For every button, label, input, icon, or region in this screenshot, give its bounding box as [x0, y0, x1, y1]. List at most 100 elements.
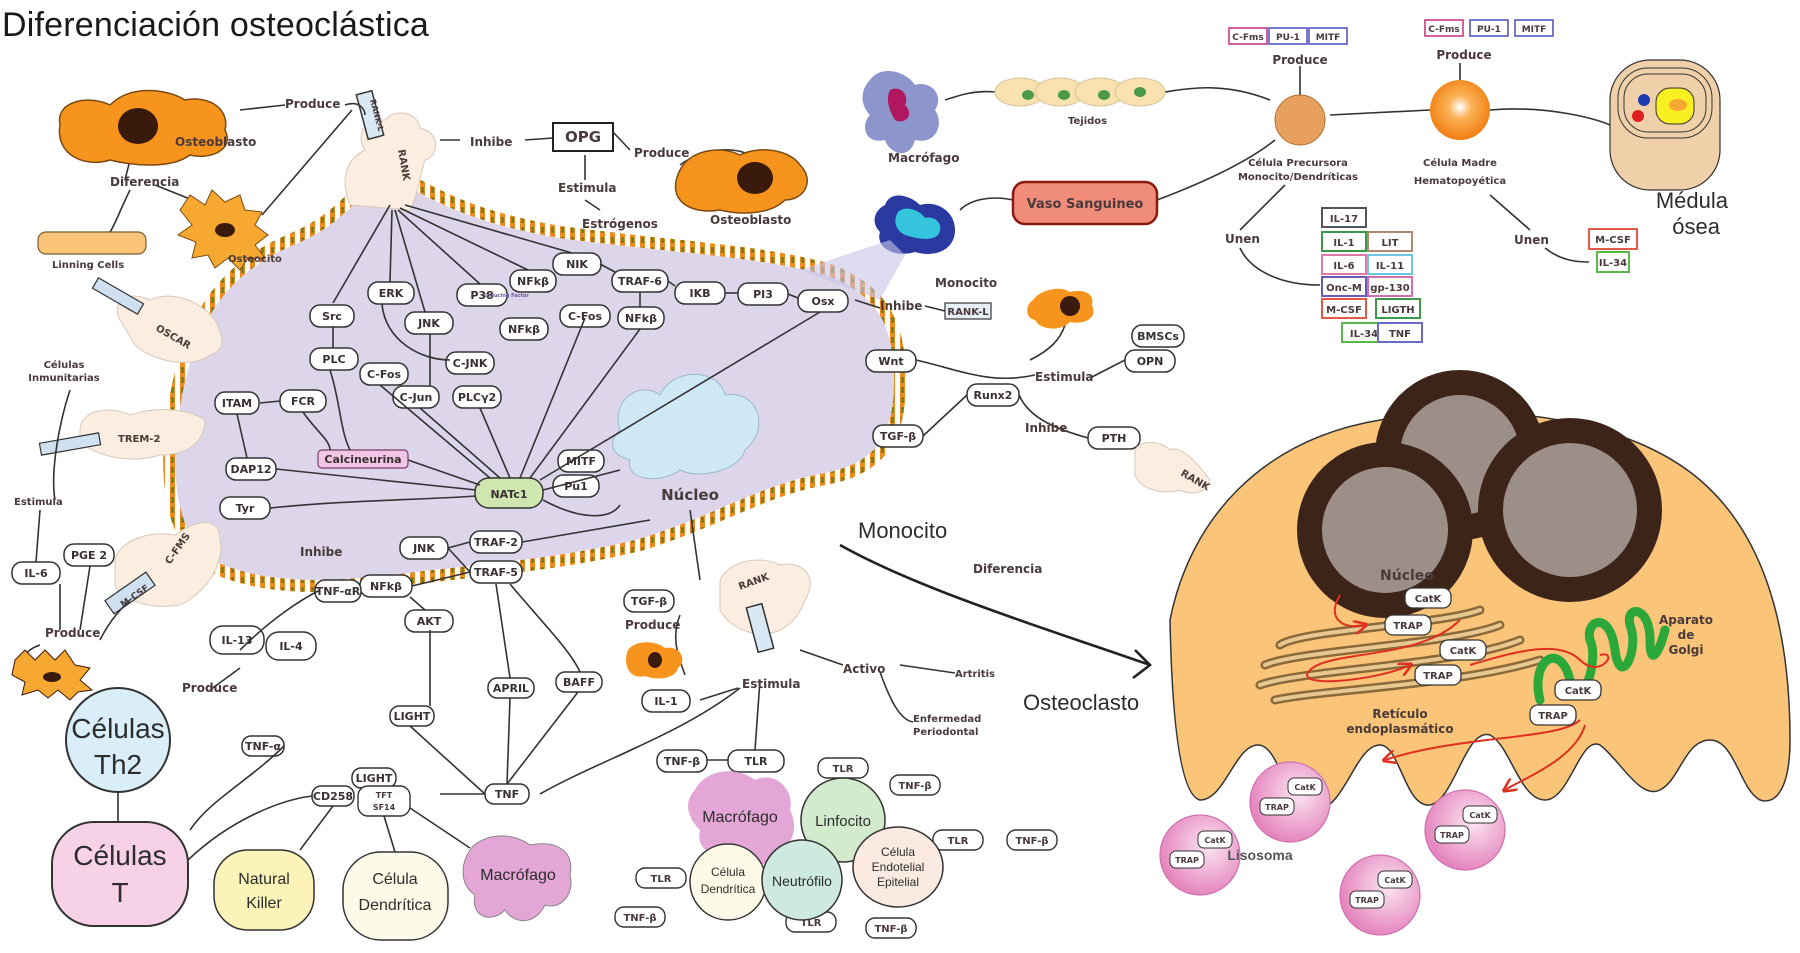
tejidos-label: Tejidos [1068, 116, 1107, 127]
bmscs-label: BMSCs [1137, 330, 1179, 343]
mcsf-tag-box [104, 571, 156, 615]
vaso-sanguineo-label: Vaso Sanguineo [1027, 197, 1144, 212]
connector-76 [1239, 184, 1286, 231]
node-dap12: DAP12 [225, 457, 277, 481]
cytokine-tag: IL-17 [1321, 207, 1367, 228]
connector-30 [275, 468, 477, 491]
reticulo-1: Retículo [1372, 707, 1427, 721]
tnfb-label: TNF-β [1015, 836, 1048, 847]
celulas-t-line1: Células [73, 840, 166, 871]
node-nfkb4: NFkβ [359, 574, 413, 598]
golgi-1: Aparato [1659, 613, 1713, 627]
enzyme-catk: CatK [1554, 679, 1602, 701]
connector-86 [209, 667, 241, 691]
cjun-label: C-Jun [400, 391, 433, 404]
node-pth: PTH [1087, 426, 1141, 450]
nfatc1-label: NATc1 [490, 488, 527, 501]
estimula-label: Estimula [558, 181, 616, 195]
il34-label: IL-34 [1599, 258, 1627, 269]
nfkb1-label: NFkβ [517, 275, 549, 288]
connector-32 [407, 459, 481, 486]
mcsf-label: M-CSF [1595, 235, 1631, 246]
cytokine-label: IL-6 [1333, 261, 1354, 272]
tyr-label: Tyr [236, 502, 255, 515]
catk-label: CatK [1204, 836, 1226, 845]
connector-91 [299, 805, 334, 851]
connector-51 [506, 691, 579, 785]
osteoblast-right [1027, 288, 1094, 329]
node-light2: LIGHT [351, 767, 397, 789]
estimula-runx: Estimula [1035, 370, 1093, 384]
red-arrow-1 [1333, 594, 1365, 626]
osteocito-top [176, 189, 269, 271]
connector-26 [329, 369, 351, 451]
medula-2: ósea [1672, 214, 1720, 239]
inducing-factor-label: Inducing Factor [485, 293, 529, 299]
celula-precursora [1274, 94, 1326, 146]
opg-box [552, 122, 614, 152]
cytokine-tag: gp-130 [1367, 276, 1413, 297]
enzyme-catk: CatK [1404, 587, 1452, 609]
connector-52 [409, 725, 486, 795]
light2-label: LIGHT [356, 772, 393, 785]
connector-63 [922, 394, 968, 437]
cytokine-label: LIGTH [1381, 305, 1414, 316]
il13-label: IL-13 [222, 634, 253, 647]
runx2-label: Runx2 [974, 389, 1013, 402]
node-bmscs: BMSCs [1131, 324, 1185, 348]
factor-label: PU-1 [1477, 25, 1501, 35]
node-tlr: TLR [932, 829, 984, 851]
enzyme-trap: TRAP [1384, 614, 1432, 636]
celulas-t-cell [51, 821, 189, 927]
cytokine-label: IL-11 [1376, 261, 1404, 272]
node-pge2: PGE 2 [63, 543, 115, 567]
il1-label: IL-1 [654, 695, 677, 708]
inhibe-label: Inhibe [470, 135, 512, 149]
connector-24 [787, 293, 799, 299]
osteoclast-nucleo-label: Núcleo [1380, 568, 1434, 584]
connector-90 [187, 795, 313, 861]
connector-55 [754, 679, 761, 751]
macrofago-cluster-label: Macrófago [702, 809, 778, 826]
catk-label: CatK [1384, 876, 1406, 885]
estrogenos-label: Estrógenos [582, 217, 658, 231]
cd258-label: CD258 [313, 790, 353, 803]
connector-40 [379, 384, 491, 479]
red-arrow-3 [1469, 647, 1610, 668]
produce-madre: Produce [1436, 48, 1491, 62]
traf6-label: TRAF-6 [618, 275, 662, 288]
node-tlr: TLR [817, 757, 869, 779]
osteoblasto2-label: Osteoblasto [710, 213, 791, 227]
node-light1: LIGHT [389, 705, 435, 727]
macrofago-bottom-shape [462, 835, 572, 922]
node-nfkb1: NFkβ [509, 269, 557, 293]
node-il4: IL-4 [265, 631, 317, 661]
node-cfos1: C-Fos [559, 304, 611, 328]
tlr-label: TLR [948, 836, 969, 847]
unen-left: Unen [1225, 232, 1260, 246]
cytokine-label: Onc-M [1326, 283, 1362, 294]
connector-54 [539, 687, 741, 795]
th2-line1: Células [71, 713, 164, 744]
node-tnfb: TNF-β [656, 749, 708, 773]
node-fcr: FCR [279, 389, 327, 413]
node-traf2: TRAF-2 [469, 530, 523, 554]
factor-tag: MITF [1308, 27, 1348, 45]
connector-78 [1239, 247, 1321, 286]
node-pi3: PI3 [737, 282, 789, 306]
osteocito-bottom-left [11, 649, 94, 701]
cfos2-label: C-Fos [367, 368, 402, 381]
node-il13: IL-13 [209, 625, 265, 655]
opg-label: OPG [565, 128, 601, 146]
connector-79 [1544, 247, 1590, 263]
macrofago-bottom-label: Macrófago [480, 867, 556, 884]
vaso-sanguineo-box [1011, 180, 1159, 226]
factor-label: MITF [1522, 25, 1547, 35]
april-label: APRIL [493, 682, 529, 695]
cfos1-label: C-Fos [568, 310, 603, 323]
neutrofilo-cell [761, 839, 843, 921]
plc-label: PLC [322, 353, 345, 366]
trem2-tag [38, 432, 102, 456]
